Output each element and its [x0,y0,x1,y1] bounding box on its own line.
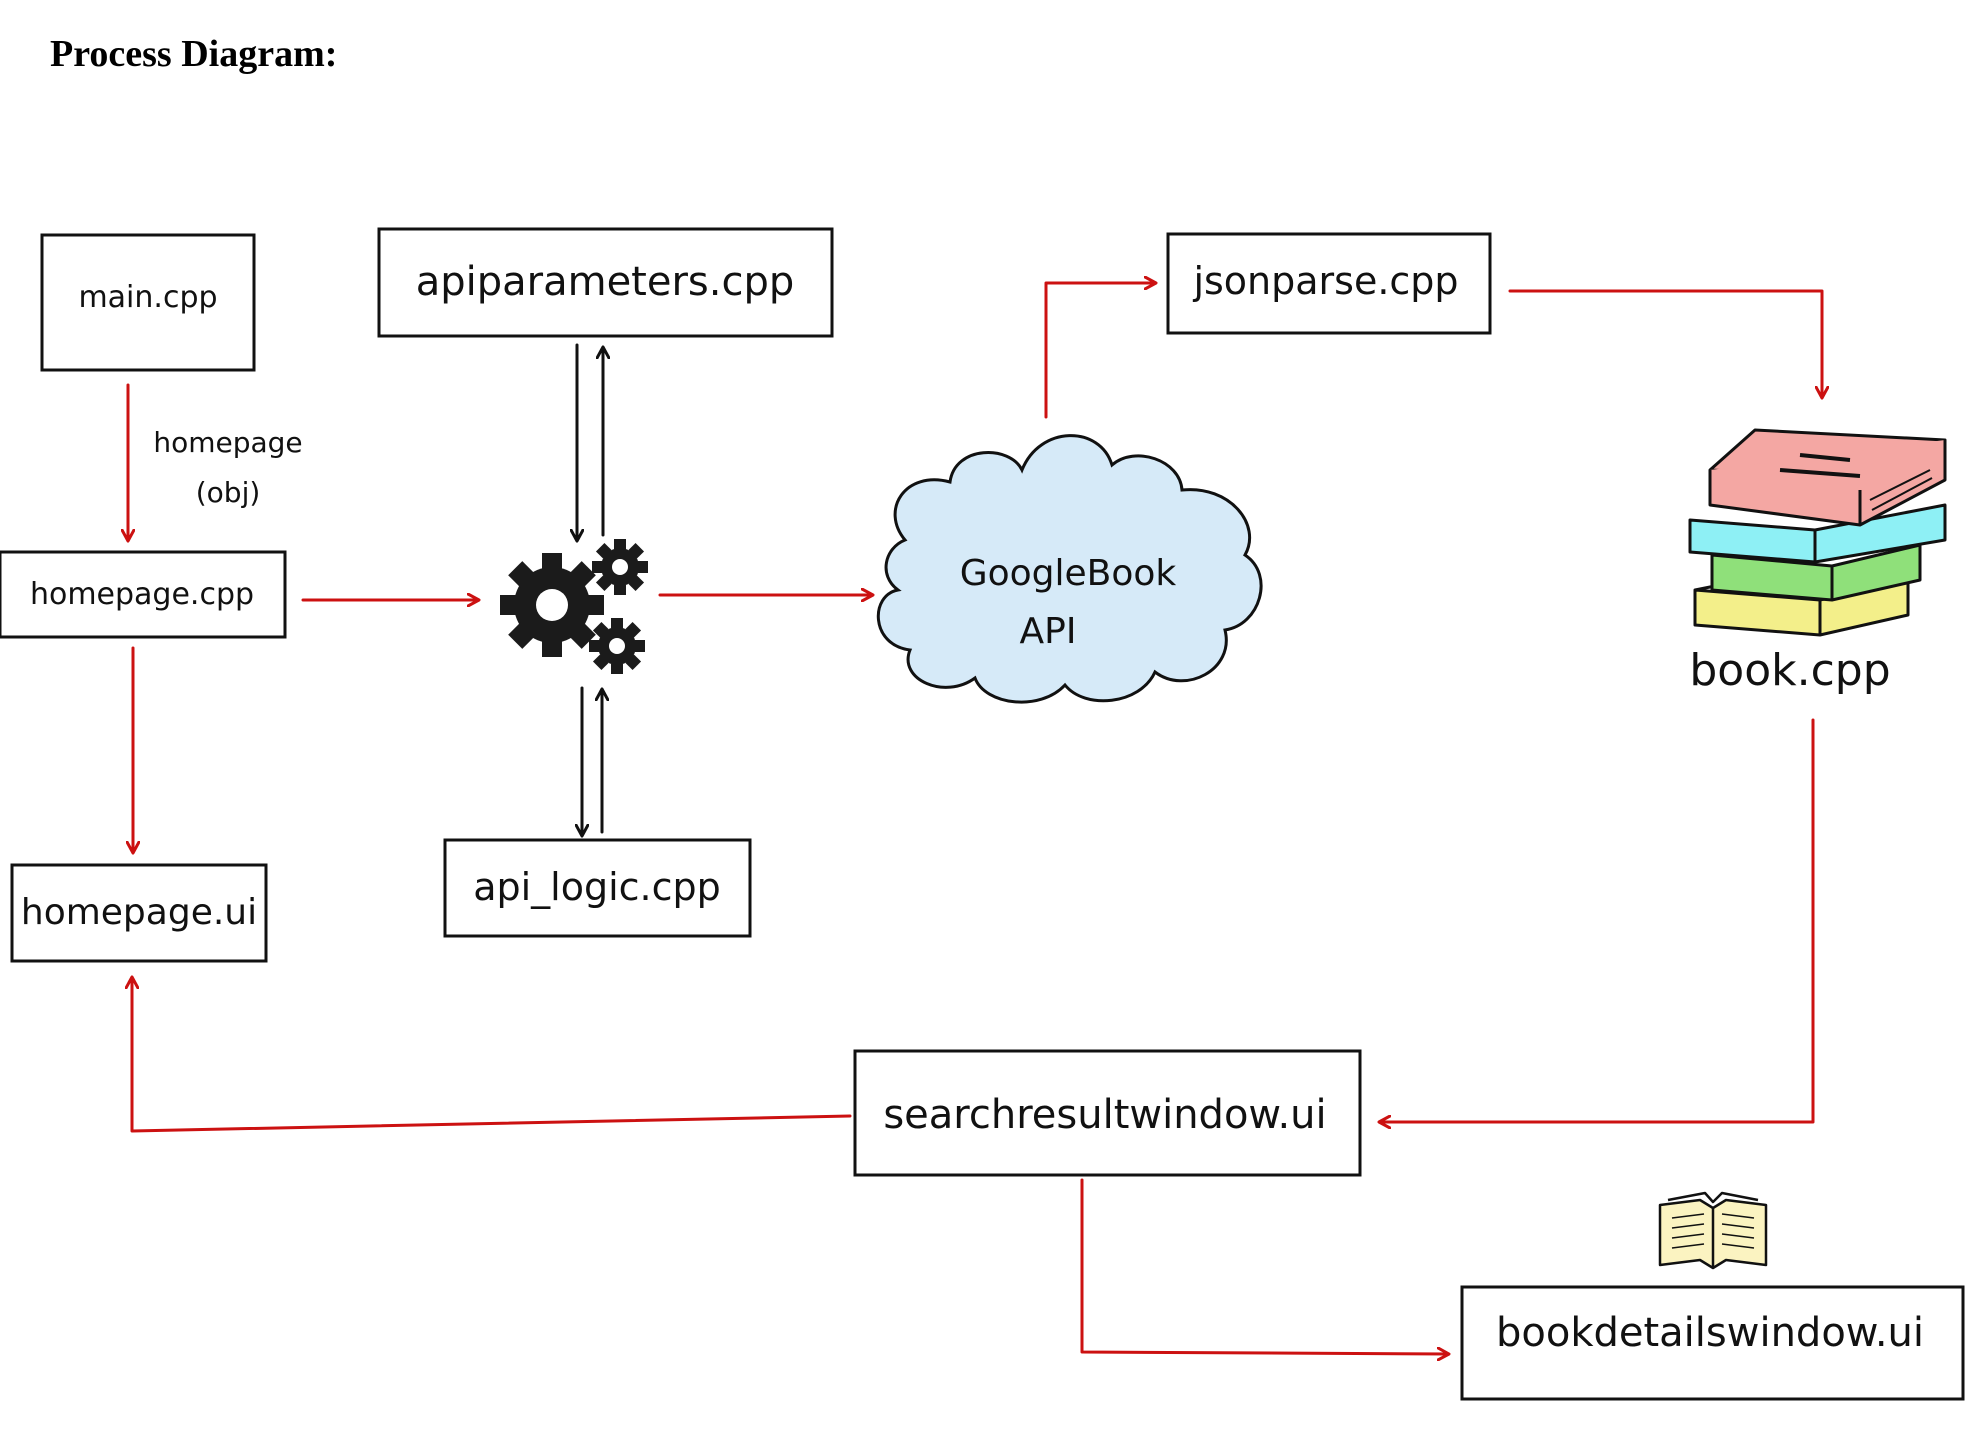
node-label: homepage.ui [21,892,257,933]
node-label: main.cpp [78,280,217,315]
arrow-book-to-searchresult [1380,718,1815,1122]
node-jsonparse-cpp: jsonparse.cpp [1166,232,1492,335]
node-bookdetailswindow-ui: bookdetailswindow.ui [1460,1285,1965,1401]
node-searchresultwindow-ui: searchresultwindow.ui [853,1049,1362,1177]
node-label: homepage.cpp [30,577,254,612]
arrow-jsonparse-to-book [1508,289,1822,397]
edge-label-obj: (obj) [196,476,261,509]
edge-label-homepage: homepage [153,426,302,459]
cloud-label-line1: GoogleBook [960,553,1177,594]
node-label: bookdetailswindow.ui [1496,1310,1924,1356]
cloud-label-line2: API [1020,611,1077,652]
arrow-searchresult-to-homepage-ui [132,978,852,1133]
diagram-title: Process Diagram: [50,33,337,75]
gears-icon [500,539,648,674]
node-label: searchresultwindow.ui [883,1092,1326,1138]
node-label: api_logic.cpp [473,865,721,909]
book-stack-icon: book.cpp [1688,428,1947,696]
node-homepage-ui: homepage.ui [10,863,268,963]
open-book-icon [1658,1191,1768,1270]
node-label: jsonparse.cpp [1192,259,1458,303]
node-label: apiparameters.cpp [416,259,795,305]
arrow-searchresult-to-bookdetails [1080,1178,1448,1354]
node-apiparameters-cpp: apiparameters.cpp [377,227,834,338]
book-label: book.cpp [1689,645,1890,696]
cloud-icon: GoogleBook API [876,434,1263,704]
node-api-logic-cpp: api_logic.cpp [443,838,752,938]
node-homepage-cpp: homepage.cpp [0,550,287,639]
arrow-cloud-to-jsonparse [1044,283,1155,419]
node-main-cpp: main.cpp [40,233,256,372]
